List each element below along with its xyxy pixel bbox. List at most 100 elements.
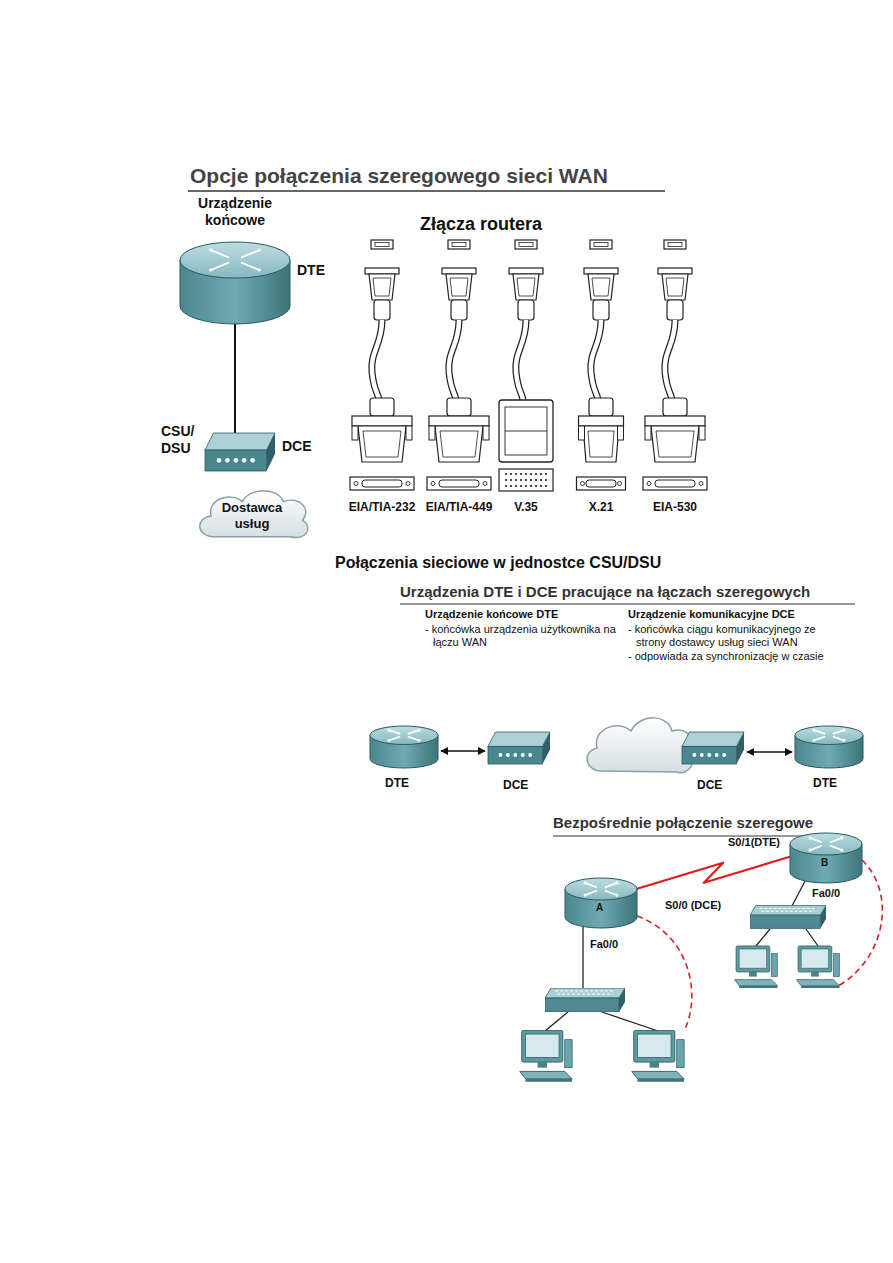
connector-cable (515, 473, 517, 475)
connector-cable (545, 479, 547, 481)
wan-cloud (587, 718, 692, 773)
router-icon (387, 729, 390, 732)
connector-cable (525, 479, 527, 481)
connector-cable (451, 300, 467, 320)
connector-cable (520, 473, 522, 475)
connector-cable (406, 426, 412, 440)
pc-icon (735, 946, 778, 988)
connector-cable (581, 482, 585, 486)
interface-label: Fa0/0 (590, 938, 618, 951)
connector-cable (350, 477, 414, 490)
section-heading: Bezpośrednie połączenie szeregowe (553, 814, 813, 832)
csu-dsu-icon (722, 753, 726, 757)
connector-cable (515, 479, 517, 481)
connector-cable (447, 398, 471, 416)
lan-link (806, 929, 818, 946)
csu-dsu-icon (217, 458, 222, 463)
lan-link (582, 927, 583, 989)
router-icon (417, 729, 420, 732)
connector-cable (588, 431, 614, 457)
router-icon (615, 893, 618, 896)
connector-cable (371, 240, 393, 249)
connector-cable (449, 320, 459, 400)
csu-dsu-icon (488, 732, 550, 746)
connector-cable (592, 278, 610, 296)
router-icon (605, 891, 617, 896)
csu-dsu-icon (225, 458, 230, 463)
router-icon (605, 883, 617, 888)
connector-cable (530, 473, 532, 475)
connector-cable (540, 479, 542, 481)
device-caption: Urządzenie końcowe (175, 195, 295, 229)
router-icon (408, 730, 419, 734)
role-label: DTE (813, 776, 837, 790)
connector-cable (665, 320, 675, 400)
router-icon (389, 737, 400, 741)
connector-cable (509, 268, 543, 274)
connector-cable (431, 482, 435, 486)
connector-cable (699, 426, 705, 440)
description-text: - końcówka ciągu komunikacyjnego ze stro… (628, 623, 836, 649)
csu-dsu-icon: DCE (682, 732, 744, 764)
pc-icon (632, 1030, 684, 1081)
connector-cable (435, 426, 483, 462)
connector-cable (427, 477, 491, 490)
connector-cable (584, 268, 618, 274)
connector-cable (362, 480, 402, 487)
switch-icon (750, 906, 826, 929)
router-icon (209, 249, 212, 252)
double-arrow (441, 750, 485, 752)
connector-cable (354, 482, 358, 486)
connector-cable (651, 426, 699, 462)
connector-cable (699, 482, 703, 486)
connector-cable (505, 479, 507, 481)
csu-dsu-icon (488, 732, 550, 764)
router-icon (258, 268, 261, 271)
connector-cable (358, 426, 406, 462)
connector-cable (545, 485, 547, 487)
role-label: DTE (297, 262, 325, 279)
csu-dsu-icon (205, 433, 275, 471)
csu-dsu-icon (682, 732, 744, 746)
lan-link (792, 881, 805, 906)
router-icon (585, 891, 597, 896)
connector-cable (370, 398, 394, 416)
router-icon (833, 730, 844, 734)
pc-icon (520, 1030, 572, 1081)
connector-cable (483, 482, 487, 486)
csu-dsu-icon (488, 746, 543, 764)
connector-cable (372, 320, 382, 400)
heading-underline (553, 835, 835, 837)
connector-cable (540, 485, 542, 487)
connector-cable (449, 320, 459, 400)
connector-cable (535, 479, 537, 481)
connector-cable (667, 300, 683, 320)
csu-dsu-icon (205, 433, 275, 450)
console-cable (637, 860, 882, 1031)
connector-cable (499, 469, 553, 491)
connector-cable (519, 243, 533, 247)
connector-cable (666, 278, 684, 296)
csu-dsu-icon (250, 458, 255, 463)
connector-cable (510, 473, 512, 475)
connector-cable (589, 398, 613, 416)
role-label: DTE (385, 776, 409, 790)
connector-name: V.35 (514, 500, 538, 514)
csu-dsu-icon (682, 732, 744, 764)
router-icon (209, 268, 212, 271)
router-icon (180, 242, 290, 278)
connector-cable (583, 426, 619, 462)
router-icon (584, 881, 587, 884)
connector-name: EIA/TIA-232 (349, 500, 416, 514)
connector-name: X.21 (589, 500, 614, 514)
connector-cable (373, 278, 391, 296)
csu-dsu-icon (521, 753, 525, 757)
pc-icon (520, 946, 840, 1082)
lan-link (545, 1012, 568, 1031)
connector-cable (579, 416, 624, 426)
connector-cable (658, 268, 692, 274)
router-letter: B (821, 857, 828, 869)
connector-cable (406, 482, 410, 486)
connector-cable (525, 473, 527, 475)
